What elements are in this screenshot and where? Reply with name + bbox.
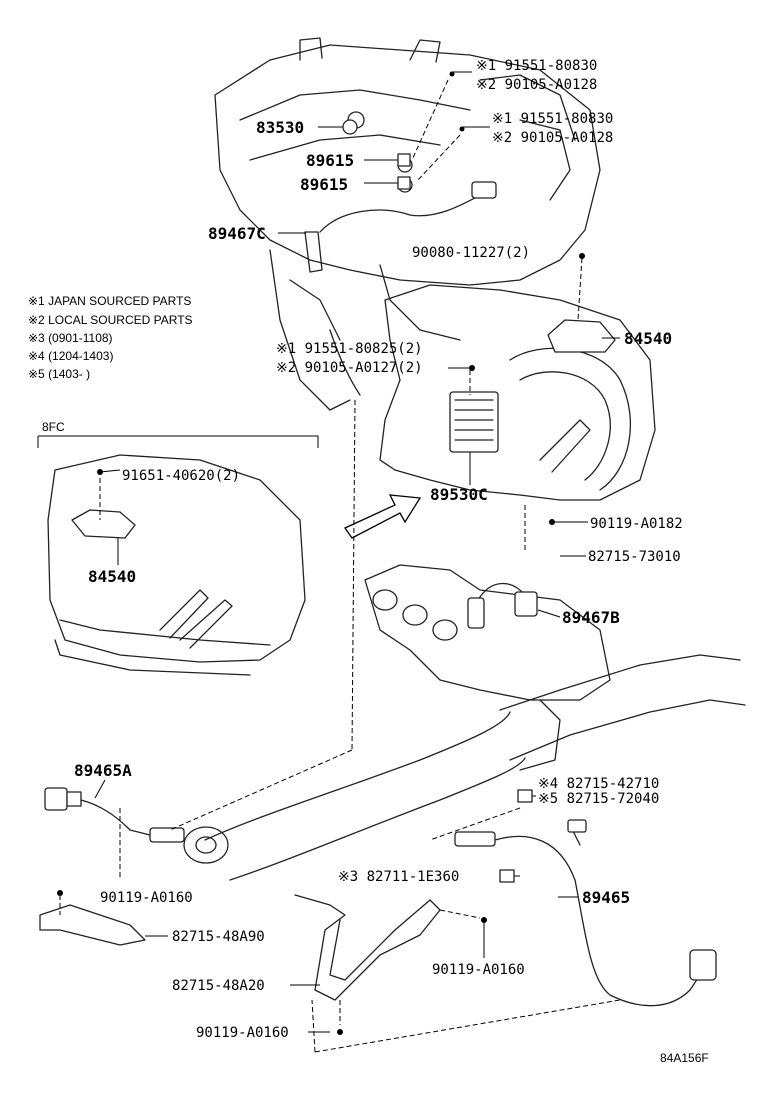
sensor-89615-a — [397, 153, 411, 167]
note-4: ※4 (1204-1403) — [28, 349, 113, 363]
transmission-illustration — [379, 284, 656, 501]
figure-id: 84A156F — [660, 1051, 709, 1065]
bolt-markers — [57, 71, 585, 1035]
label-89615-b: 89615 — [300, 175, 348, 194]
label-83530: 83530 — [256, 118, 304, 137]
label-90119-A0160-c: 90119-A0160 — [196, 1025, 289, 1041]
sensor-89465A — [44, 787, 185, 843]
label-82715-73010: 82715-73010 — [588, 549, 681, 565]
label-89465: 89465 — [582, 888, 630, 907]
bolt-91651 — [97, 469, 103, 475]
direction-arrow — [344, 494, 422, 539]
label-84540: 84540 — [624, 329, 672, 348]
label-82715-72040: ※5 82715-72040 — [538, 791, 659, 807]
leader-lines — [59, 71, 621, 1053]
sensor-89615-b — [397, 176, 411, 190]
notes-block: ※1 JAPAN SOURCED PARTS ※2 LOCAL SOURCED … — [28, 294, 193, 381]
label-82715-42710: ※4 82715-42710 — [538, 776, 659, 792]
label-84540-inset: 84540 — [88, 567, 136, 586]
label-90080-11227: 90080-11227(2) — [412, 245, 530, 261]
label-90119-A0160-a: 90119-A0160 — [100, 890, 193, 906]
bolt-90119-A0160-b — [481, 917, 487, 923]
bracket-82715-48A20 — [294, 894, 441, 1001]
bolt-90119-A0182 — [549, 519, 555, 525]
bolt-91551-80825 — [469, 365, 475, 371]
inset-label: 8FC — [42, 420, 65, 434]
label-89615-a: 89615 — [306, 151, 354, 170]
bracket-82715-48A90 — [39, 904, 146, 946]
bolt-90119-A0160-a — [57, 890, 63, 896]
part-labels: ※1 91551-80830 ※2 90105-A0128 ※1 91551-8… — [74, 58, 709, 1065]
label-82715-48A20: 82715-48A20 — [172, 978, 265, 994]
note-1: ※1 JAPAN SOURCED PARTS — [28, 294, 191, 308]
label-91551-80830-b: ※1 91551-80830 — [492, 111, 613, 127]
label-91651-40620: 91651-40620(2) — [122, 468, 240, 484]
label-90105-A0128-a: ※2 90105-A0128 — [476, 77, 597, 93]
label-90105-A0127: ※2 90105-A0127(2) — [276, 360, 423, 376]
sensor-89465 — [454, 819, 717, 1007]
label-89467C: 89467C — [208, 224, 266, 243]
label-90105-A0128-b: ※2 90105-A0128 — [492, 130, 613, 146]
bolt-91551-80830-b — [459, 126, 465, 132]
clip-82711-1E360 — [499, 869, 515, 883]
label-82715-48A90: 82715-48A90 — [172, 929, 265, 945]
label-91551-80825: ※1 91551-80825(2) — [276, 341, 423, 357]
exhaust-illustration — [183, 564, 746, 881]
label-91551-80830-a: ※1 91551-80830 — [476, 58, 597, 74]
label-89465A: 89465A — [74, 761, 132, 780]
bolt-90080 — [579, 253, 585, 259]
label-90119-A0182: 90119-A0182 — [590, 516, 683, 532]
inset-8fc: 8FC — [37, 420, 319, 676]
sensor-89467B — [467, 582, 538, 629]
bolt-90119-A0160-c — [337, 1029, 343, 1035]
note-3: ※3 (0901-1108) — [28, 331, 113, 345]
switch-83530 — [342, 119, 358, 135]
label-89530C: 89530C — [430, 485, 488, 504]
note-2: ※2 LOCAL SOURCED PARTS — [28, 313, 193, 327]
label-90119-A0160-b: 90119-A0160 — [432, 962, 525, 978]
clip-82715-42710 — [517, 789, 533, 803]
note-5: ※5 (1403- ) — [28, 367, 90, 381]
bolt-91551-80830-a — [449, 71, 455, 77]
label-82711-1E360: ※3 82711-1E360 — [338, 869, 459, 885]
label-89467B: 89467B — [562, 608, 620, 627]
